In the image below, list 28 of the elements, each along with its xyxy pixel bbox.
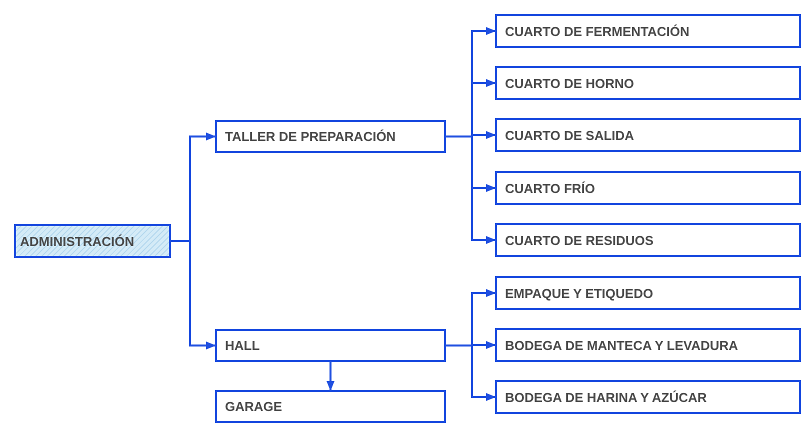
root-box [14,224,171,258]
box-label: BODEGA DE HARINA Y AZÚCAR [505,390,707,404]
box-label: TALLER DE PREPARACIÓN [225,129,396,144]
box-label: CUARTO DE SALIDA [505,128,634,142]
box-label: EMPAQUE Y ETIQUEDO [505,286,654,300]
box-label: HALL [225,338,260,353]
box-label: CUARTO DE RESIDUOS [505,232,654,248]
box-label: CUARTO DE HORNO [505,76,634,90]
room-box [495,328,801,362]
room-box [495,223,801,257]
room-box [215,329,446,362]
box-label: BODEGA DE MANTECA Y LEVADURA [505,338,738,352]
box-label: CUARTO DE FERMENTACIÓN [505,24,690,38]
room-box [215,120,446,153]
connector-arrow [446,344,496,401]
room-box [495,66,801,100]
room-box [495,14,801,48]
room-box [495,171,801,205]
room-box [495,118,801,152]
box-label: GARAGE [225,399,282,414]
connector-arrow [171,240,216,350]
box-label: ADMINISTRACIÓN [20,234,134,248]
room-box [495,380,801,414]
connector-arrow [446,136,496,244]
room-box [215,390,446,423]
box-label: CUARTO FRÍO [505,180,596,196]
connector-arrow [326,362,334,391]
room-box [495,276,801,310]
